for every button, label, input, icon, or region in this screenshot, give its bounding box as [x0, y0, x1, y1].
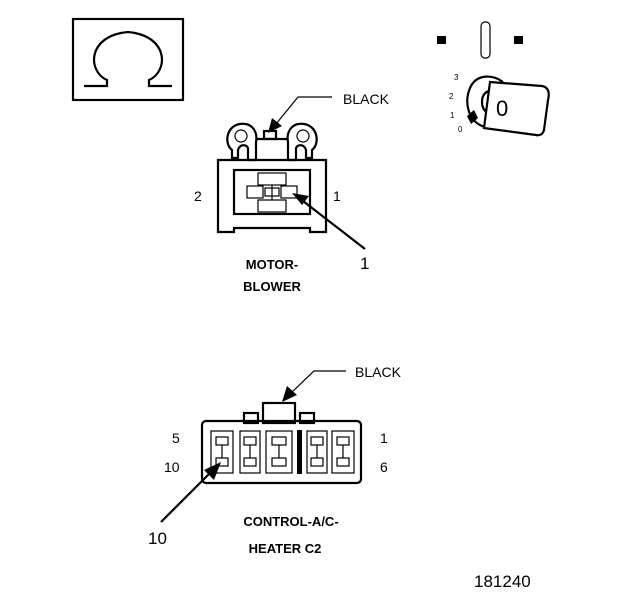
ignition-position-3: 3 — [454, 73, 459, 82]
control-callout-arrow-icon — [204, 462, 221, 480]
ignition-key-label: 0 — [496, 96, 508, 121]
motor-callout-number: 1 — [360, 254, 369, 273]
control-callout-number: 10 — [148, 529, 167, 548]
terminal-cavity-group — [210, 430, 355, 474]
motor-pin-right: 1 — [333, 188, 341, 204]
ignition-position-0: 0 — [458, 125, 463, 134]
control-connector-name-line2: HEATER C2 — [249, 541, 322, 556]
ignition-position-2: 2 — [449, 92, 454, 101]
ignition-position-1: 1 — [450, 111, 455, 120]
control-pin-top-left: 5 — [172, 430, 180, 446]
motor-wire-arrow-icon — [268, 118, 282, 133]
motor-blower-connector: BLACK 2 1 1 MOTOR- BLOWER — [194, 91, 390, 294]
motor-connector-name-line1: MOTOR- — [246, 257, 298, 272]
motor-wire-color: BLACK — [343, 91, 390, 107]
control-connector-name-line1: CONTROL-A/C- — [243, 514, 338, 529]
control-pin-top-right: 1 — [380, 430, 388, 446]
figure-number: 181240 — [474, 572, 531, 591]
motor-connector-name-line2: BLOWER — [243, 279, 301, 294]
control-wire-color: BLACK — [355, 364, 402, 380]
ohmmeter-symbol-icon — [71, 17, 185, 102]
control-pin-bottom-left: 10 — [164, 459, 180, 475]
motor-pin-left: 2 — [194, 188, 202, 204]
control-pin-bottom-right: 6 — [380, 459, 388, 475]
control-wire-arrow-icon — [282, 386, 297, 402]
control-ac-heater-connector: BLACK 5 1 10 6 10 CONTROL-A/C- HEATER C2 — [148, 364, 402, 556]
ignition-switch-icon: 0 3 2 1 0 — [437, 21, 550, 137]
motor-callout-arrow-icon — [292, 193, 309, 205]
